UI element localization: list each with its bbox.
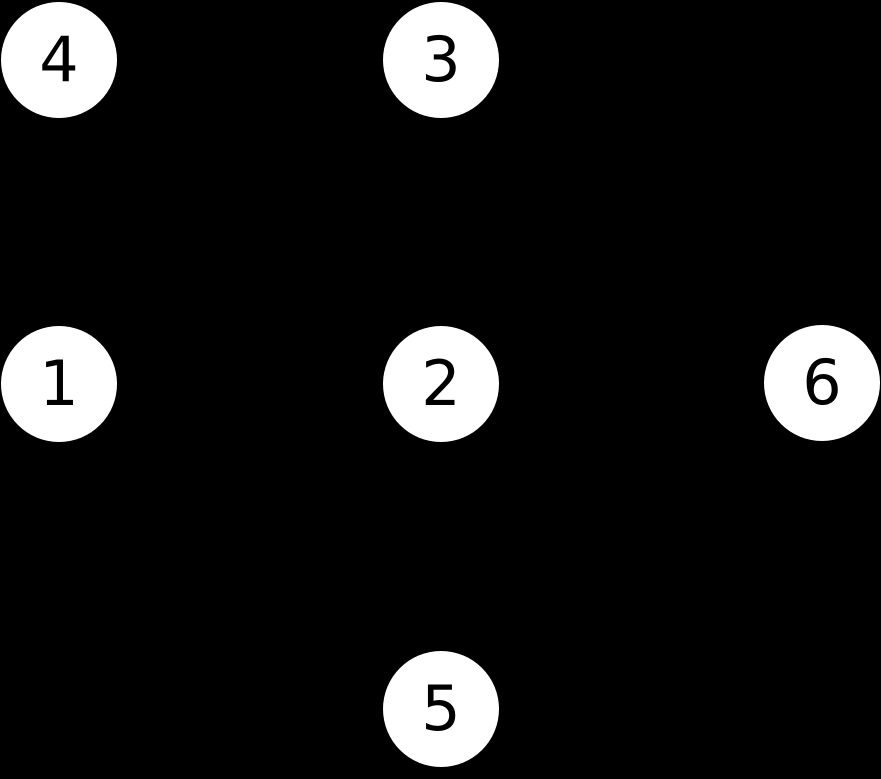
graph-node-1[interactable]: 1 [1,326,117,442]
graph-node-label: 6 [802,346,842,419]
graph-node-5[interactable]: 5 [383,651,499,767]
graph-node-6[interactable]: 6 [764,325,880,441]
graph-node-4[interactable]: 4 [1,2,117,118]
graph-node-3[interactable]: 3 [383,2,499,118]
graph-node-label: 4 [39,23,79,96]
graph-node-label: 5 [421,672,461,745]
graph-node-label: 2 [421,347,461,420]
graph-node-label: 3 [421,23,461,96]
graph-node-label: 1 [39,347,79,420]
graph-node-2[interactable]: 2 [383,326,499,442]
